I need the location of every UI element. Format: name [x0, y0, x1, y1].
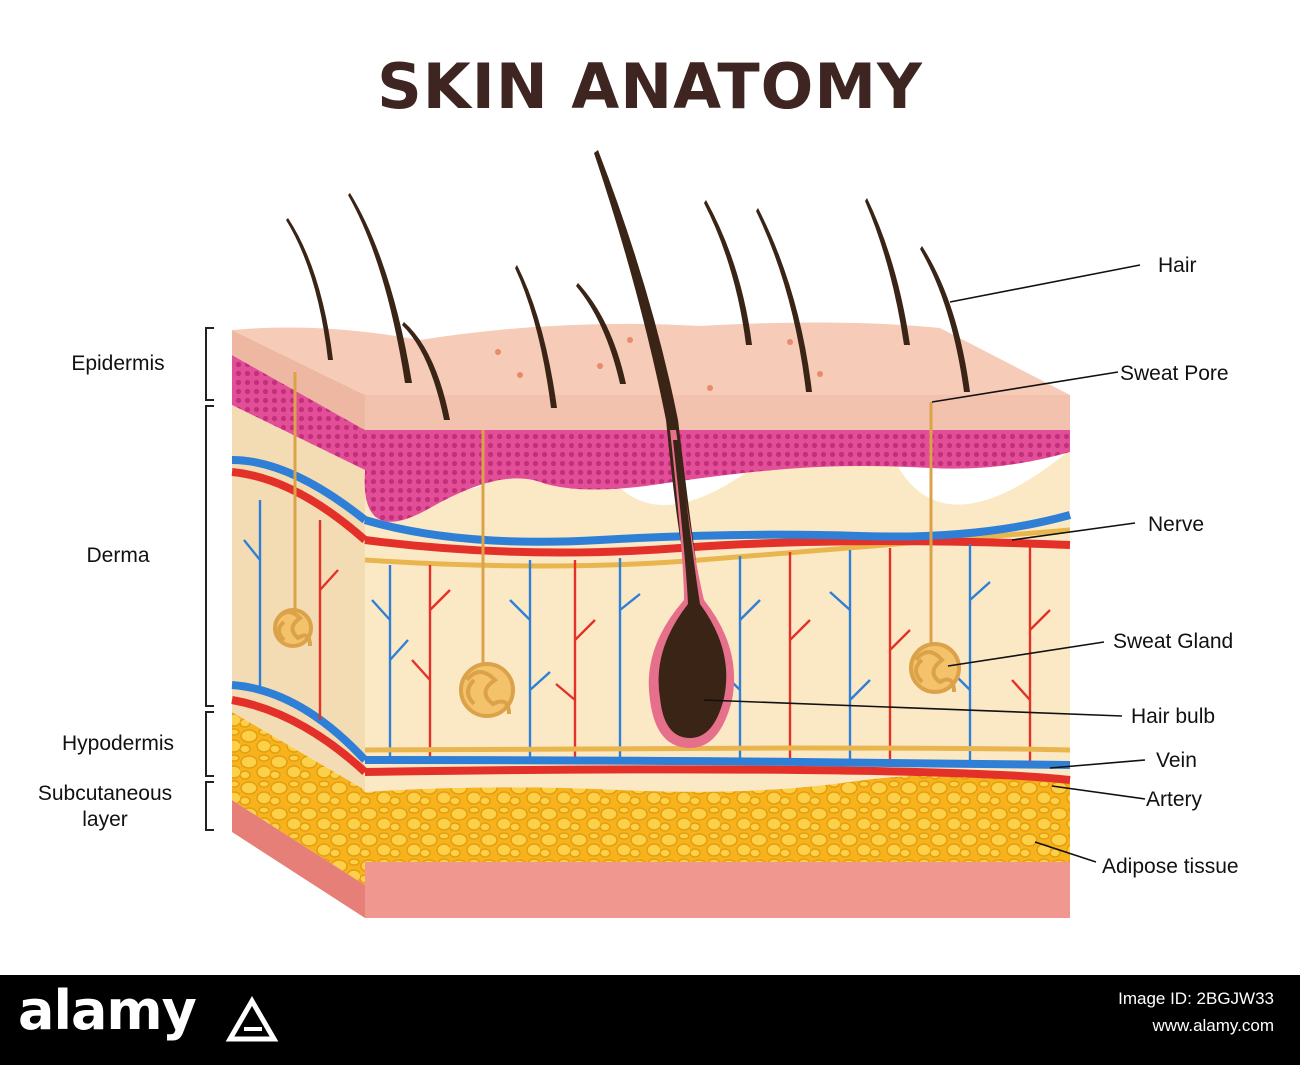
skin-anatomy-diagram: Epidermis Derma Hypodermis Subcutaneous … [38, 150, 1239, 918]
sweat-glands [273, 372, 961, 718]
image-id-block: Image ID: 2BGJW33 www.alamy.com [1118, 985, 1274, 1039]
side-hypodermis [232, 712, 365, 885]
sweat-gland-leader [947, 641, 1105, 667]
surface-pores [495, 337, 823, 391]
label-nerve: Nerve [1148, 513, 1204, 536]
nerve-leader [1011, 522, 1136, 541]
upper-vessels [363, 511, 1072, 569]
hair-leader [949, 264, 1141, 303]
hairs [286, 193, 970, 420]
hair-bulb-leader [703, 699, 1123, 717]
upper-vein [363, 511, 1072, 546]
label-artery: Artery [1146, 788, 1203, 811]
label-derma: Derma [86, 544, 149, 567]
layer-brackets [205, 327, 214, 831]
epidermis-surface-front [365, 395, 1070, 430]
footer-bar: alamy Image ID: 2BGJW33 www.alamy.com [0, 975, 1300, 1065]
label-vein: Vein [1156, 749, 1197, 772]
subcutaneous-bracket [205, 781, 214, 831]
epidermis-bracket [205, 327, 214, 401]
main-hair-follicle [594, 150, 735, 748]
lower-vein [364, 756, 1071, 769]
lower-nerve [364, 745, 1071, 753]
artery-leader [1051, 785, 1146, 800]
label-adipose-tissue: Adipose tissue [1102, 855, 1239, 878]
alamy-a-icon [225, 996, 279, 1042]
upper-artery [364, 536, 1071, 557]
alamy-logo: alamy [18, 979, 197, 1042]
site-url: www.alamy.com [1152, 1016, 1274, 1035]
derma-layer [365, 428, 1070, 792]
side-muscle [232, 800, 365, 918]
label-hair-bulb: Hair bulb [1131, 705, 1215, 728]
leader-lines [703, 264, 1146, 863]
page-title: SKIN ANATOMY [377, 50, 923, 123]
label-hypodermis: Hypodermis [62, 732, 174, 755]
derma-bracket [205, 405, 214, 707]
lower-artery [364, 765, 1071, 784]
side-epidermis-surface [232, 330, 365, 430]
label-subcutaneous-line1: Subcutaneous [38, 782, 172, 805]
label-subcutaneous-line2: layer [82, 808, 128, 831]
label-epidermis: Epidermis [71, 352, 164, 375]
muscle-layer [365, 860, 1070, 918]
label-sweat-gland: Sweat Gland [1113, 630, 1233, 653]
adipose-leader [1034, 841, 1097, 863]
side-epidermis-pink [232, 355, 365, 470]
epidermis-pink-layer [364, 430, 1071, 522]
side-vessels [231, 456, 368, 775]
sweat-pore-leader [931, 371, 1119, 403]
block-front-face [364, 395, 1071, 918]
label-sweat-pore: Sweat Pore [1120, 362, 1229, 385]
image-id: Image ID: 2BGJW33 [1118, 989, 1274, 1008]
label-hair: Hair [1158, 254, 1197, 277]
skin-surface-top [232, 322, 1070, 395]
vein-leader [1049, 759, 1146, 769]
lower-vessels [364, 745, 1071, 784]
hypodermis-bracket [205, 711, 214, 777]
